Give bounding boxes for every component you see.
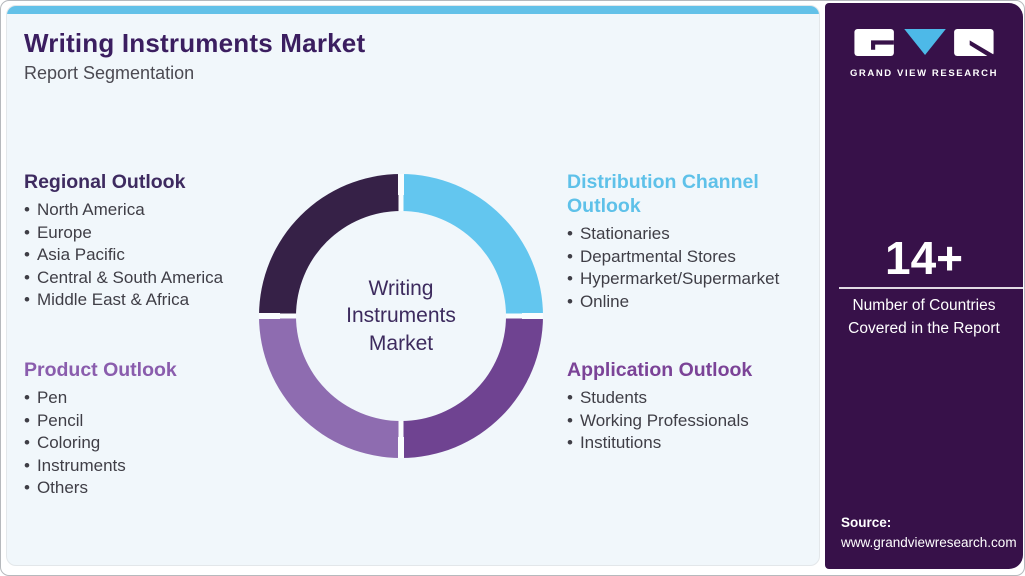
list-item: Working Professionals (567, 410, 815, 433)
list-item: Middle East & Africa (24, 289, 274, 312)
list-item: Pen (24, 387, 274, 410)
countries-stat-label: Number of Countries Covered in the Repor… (825, 295, 1023, 340)
list-item: North America (24, 199, 274, 222)
page-subtitle: Report Segmentation (24, 63, 195, 83)
donut-label-line: Writing (368, 276, 434, 300)
list-item: Coloring (24, 432, 274, 455)
gvr-logo-icon (854, 29, 994, 56)
list-item: Departmental Stores (567, 246, 815, 269)
list-item: Hypermarket/Supermarket (567, 268, 815, 291)
section-distribution-channel-outlook: Distribution Channel Outlook Stationarie… (567, 170, 815, 313)
main-panel: Writing Instruments Market Report Segmen… (6, 5, 820, 566)
list-item: Europe (24, 222, 274, 245)
list-item: Online (567, 291, 815, 314)
section-product-outlook: Product Outlook PenPencilColoringInstrum… (24, 358, 274, 500)
section-title: Application Outlook (567, 359, 753, 381)
list-item: Instruments (24, 455, 274, 478)
source-block: Source: www.grandviewresearch.com (841, 513, 1017, 553)
countries-stat-value: 14+ (884, 232, 964, 284)
section-title: Product Outlook (24, 359, 177, 381)
section-application-outlook: Application Outlook StudentsWorking Prof… (567, 358, 815, 455)
donut-center-label: Writing Instruments Market (346, 275, 456, 358)
donut-chart: Writing Instruments Market (259, 174, 543, 458)
top-accent-bar (7, 6, 819, 14)
application-list: StudentsWorking ProfessionalsInstitution… (567, 387, 815, 455)
list-item: Students (567, 387, 815, 410)
section-title: Distribution Channel Outlook (567, 171, 759, 217)
donut-label-line: Market (368, 331, 434, 355)
section-regional-outlook: Regional Outlook North AmericaEuropeAsia… (24, 170, 274, 312)
sidebar: GRAND VIEW RESEARCH 14+ Number of Countr… (825, 3, 1023, 569)
page-title: Writing Instruments Market (24, 28, 366, 58)
source-label: Source: (841, 515, 892, 530)
list-item: Central & South America (24, 267, 274, 290)
list-item: Stationaries (567, 223, 815, 246)
source-url: www.grandviewresearch.com (841, 535, 1017, 550)
gvr-logo-text: GRAND VIEW RESEARCH (849, 68, 999, 79)
list-item: Pencil (24, 410, 274, 433)
regional-list: North AmericaEuropeAsia PacificCentral &… (24, 199, 274, 312)
donut-label-line: Instruments (346, 304, 456, 328)
donut-center: Writing Instruments Market (296, 211, 506, 421)
product-list: PenPencilColoringInstrumentsOthers (24, 387, 274, 500)
stat-divider (839, 287, 1023, 289)
list-item: Asia Pacific (24, 244, 274, 267)
gvr-logo: GRAND VIEW RESEARCH (825, 29, 1023, 79)
list-item: Others (24, 477, 274, 500)
stat-label-line: Covered in the Report (848, 319, 1000, 337)
list-item: Institutions (567, 432, 815, 455)
section-title: Regional Outlook (24, 171, 186, 193)
distribution-list: StationariesDepartmental StoresHypermark… (567, 223, 815, 313)
stat-label-line: Number of Countries (852, 297, 996, 314)
